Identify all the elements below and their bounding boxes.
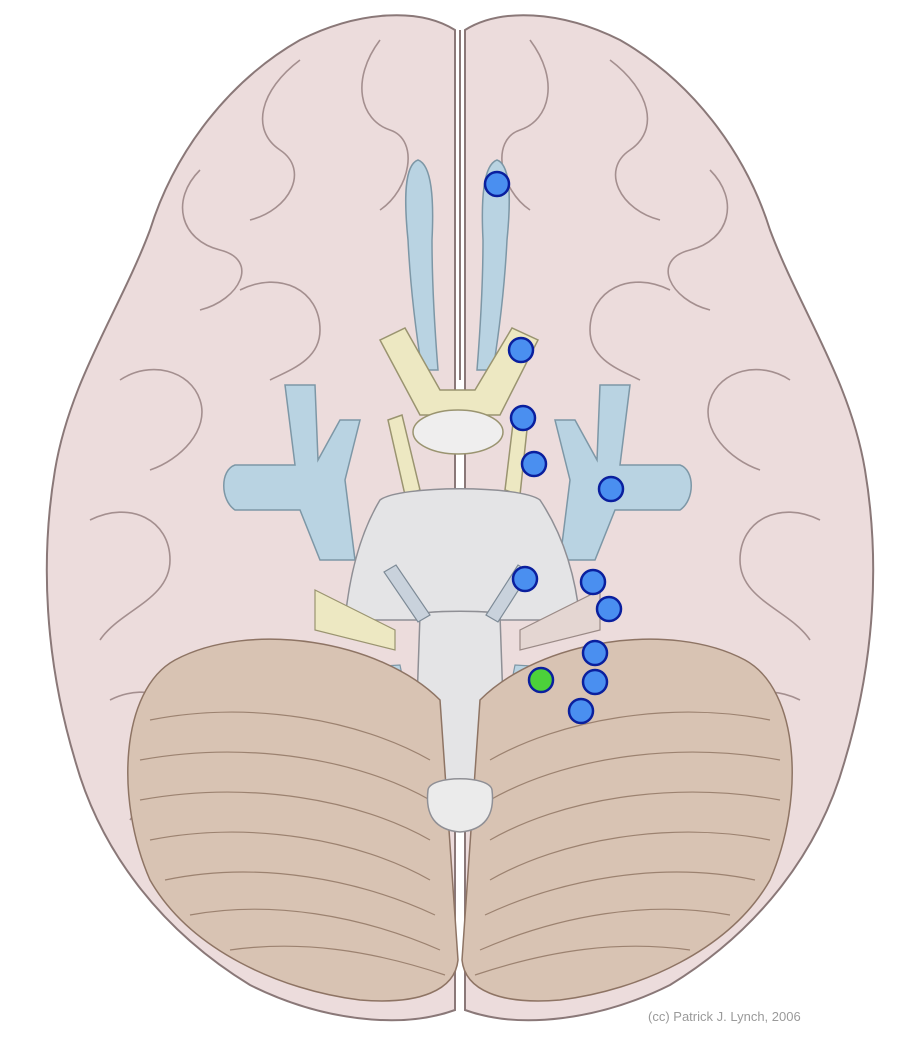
credit-text: (cc) Patrick J. Lynch, 2006 <box>648 1009 801 1024</box>
left-cerebellar-hemisphere <box>127 638 459 1002</box>
right-temporal-vessel <box>554 384 692 561</box>
temporal-structures <box>223 384 692 561</box>
marker-4[interactable] <box>520 450 548 478</box>
left-temporal-vessel <box>223 384 361 561</box>
right-cerebellar-hemisphere <box>461 638 793 1002</box>
marker-7[interactable] <box>579 568 607 596</box>
optic-chiasm <box>378 327 540 497</box>
markers <box>483 170 625 725</box>
pons <box>344 488 581 621</box>
marker-2[interactable] <box>507 336 535 364</box>
left-olfactory-tract <box>405 159 439 371</box>
cerebellar-folia <box>139 711 781 976</box>
marker-1[interactable] <box>483 170 511 198</box>
left-oculomotor-nerve <box>383 564 431 623</box>
left-nerve-bundle <box>314 589 396 651</box>
marker-11[interactable] <box>567 697 595 725</box>
cerebellum <box>127 638 793 1002</box>
marker-6[interactable] <box>511 565 539 593</box>
marker-5[interactable] <box>597 475 625 503</box>
marker-12[interactable] <box>527 666 555 694</box>
marker-8[interactable] <box>595 595 623 623</box>
marker-3[interactable] <box>509 404 537 432</box>
pituitary-stalk <box>412 409 504 455</box>
marker-10[interactable] <box>581 668 609 696</box>
marker-9[interactable] <box>581 639 609 667</box>
spinal-cord-section <box>426 778 494 833</box>
olfactory-tracts <box>405 159 510 371</box>
right-olfactory-tract <box>476 159 510 371</box>
